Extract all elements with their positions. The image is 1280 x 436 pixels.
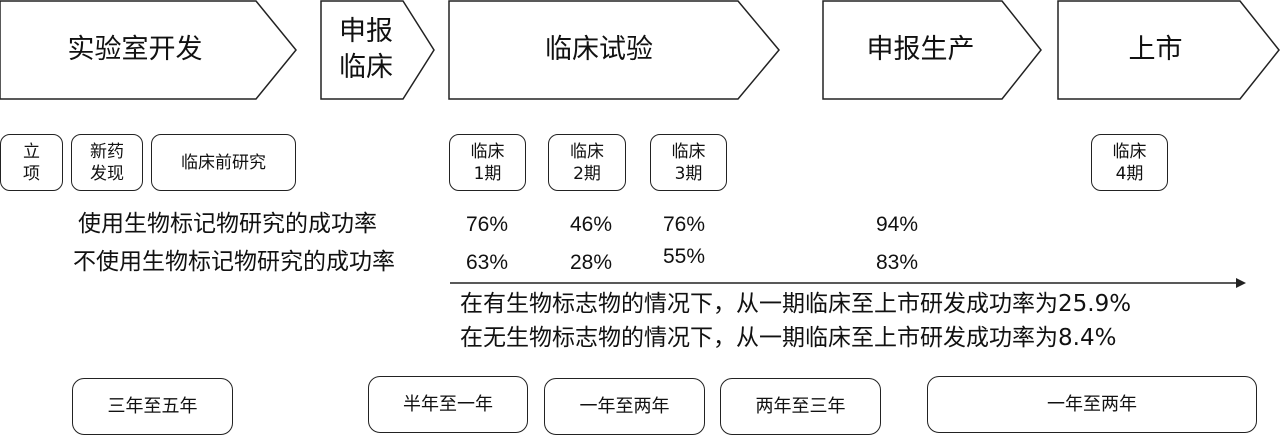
timeline-arrowhead: [1236, 278, 1246, 288]
phase-arrow-market: [1057, 0, 1280, 100]
phase-arrow-apply-clinical: [320, 0, 435, 100]
stage-box-phase-4: 临床 4期: [1091, 134, 1168, 191]
phase-arrow-clinical-trial: [448, 0, 780, 100]
summary-with-biomarker: 在有生物标志物的情况下，从一期临床至上市研发成功率为25.9%: [460, 291, 1132, 317]
stage-box-preclinical: 临床前研究: [151, 134, 296, 191]
rate-with-phase-3: 76%: [663, 213, 706, 236]
phase-arrow-lab-dev: [0, 0, 297, 100]
stage-box-phase-1: 临床 1期: [449, 134, 526, 191]
rate-without-phase-3: 55%: [663, 245, 706, 268]
row-label-without-biomarker: 不使用生物标记物研究的成功率: [73, 249, 395, 275]
duration-box-lab-dev: 三年至五年: [72, 378, 233, 435]
duration-box-clinical-late: 两年至三年: [720, 378, 881, 435]
phase-label-lab-dev: 实验室开发: [67, 34, 203, 65]
duration-box-production: 一年至两年: [927, 376, 1257, 433]
stage-box-initiation: 立 项: [0, 134, 63, 191]
rate-with-production: 94%: [876, 213, 919, 236]
duration-box-apply-clinical: 半年至一年: [368, 376, 528, 433]
duration-box-clinical-early: 一年至两年: [544, 378, 705, 435]
rate-with-phase-1: 76%: [466, 213, 509, 236]
stage-box-drug-discovery: 新药 发现: [71, 134, 143, 191]
stage-box-phase-2: 临床 2期: [548, 134, 626, 191]
stage-box-phase-3: 临床 3期: [650, 134, 727, 191]
rate-without-phase-1: 63%: [466, 251, 509, 274]
phase-label-clinical-trial: 临床试验: [545, 34, 653, 65]
row-label-with-biomarker: 使用生物标记物研究的成功率: [78, 211, 377, 237]
phase-arrow-apply-production: [822, 0, 1042, 100]
rate-with-phase-2: 46%: [570, 213, 613, 236]
phase-label-apply-clinical: 申报 临床: [339, 16, 393, 83]
phase-label-market: 上市: [1128, 34, 1183, 65]
summary-without-biomarker: 在无生物标志物的情况下，从一期临床至上市研发成功率为8.4%: [460, 325, 1117, 351]
rate-without-production: 83%: [876, 251, 919, 274]
phase-label-apply-production: 申报生产: [866, 34, 975, 65]
rate-without-phase-2: 28%: [570, 251, 613, 274]
